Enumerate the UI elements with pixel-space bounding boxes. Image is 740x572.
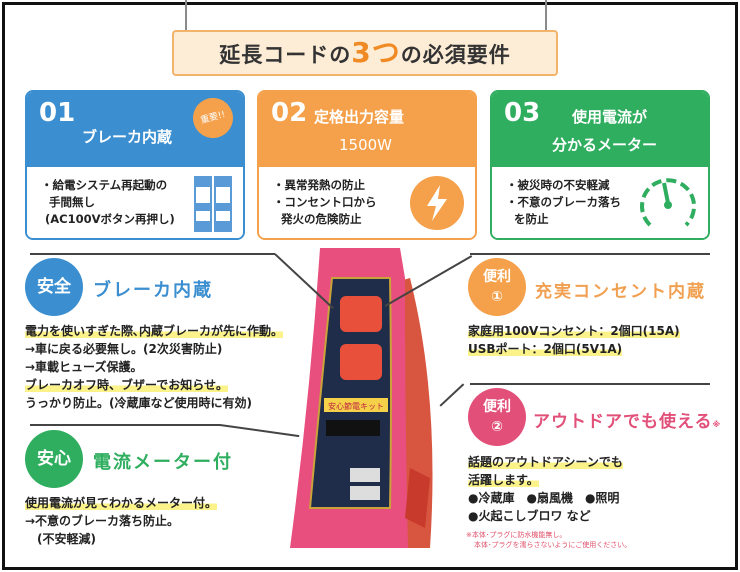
card-breaker: 01 ブレーカ内蔵 重要!! ・給電システム再起動の 手間無し (AC100Vボ… xyxy=(25,90,245,240)
convenience2-line: ●冷蔵庫 ●扇風機 ●照明 xyxy=(468,491,620,505)
meter-icon xyxy=(640,178,696,227)
page-title: 延長コードの3つの必須要件 xyxy=(172,30,558,76)
circle-label: 便利 xyxy=(483,399,511,415)
title-prefix: 延長コードの xyxy=(219,43,352,67)
footnote-line: ※本体･プラグに防水機能無し。 xyxy=(466,531,567,539)
important-badge: 重要!! xyxy=(188,93,238,143)
title-suffix: の必須要件 xyxy=(400,43,511,67)
leader-line xyxy=(30,253,275,255)
card-line: 発火の危険防止 xyxy=(281,212,362,226)
relief-line: (不安軽減) xyxy=(37,532,96,546)
card-title: 使用電流が xyxy=(572,108,648,126)
card-subtitle: 1500W xyxy=(339,136,393,154)
card-number: 03 xyxy=(504,98,541,128)
footnote-mark: ※ xyxy=(712,420,722,429)
hanging-string xyxy=(185,0,187,44)
leader-line xyxy=(470,383,710,385)
safety-line: ブレーカオフ時、ブザーでお知らせ。 xyxy=(25,378,229,392)
relief-line: 使用電流が見てわかるメーター付。 xyxy=(25,496,218,510)
circle-number: ① xyxy=(491,289,503,305)
convenience2-line: ●火起こしブロワ など xyxy=(468,509,591,523)
leader-line xyxy=(30,424,220,426)
card-line: ・給電システム再起動の xyxy=(41,178,168,192)
circle-number: ② xyxy=(491,419,503,435)
card-title: ブレーカ内蔵 xyxy=(82,128,173,146)
card-line: 手間無し xyxy=(49,195,95,209)
hanging-string xyxy=(545,0,547,44)
safety-circle: 安全 xyxy=(25,258,83,316)
card-subtitle: 分かるメーター xyxy=(552,136,658,154)
footnote-line: 本体･プラグを濡らさないようにご使用ください。 xyxy=(474,541,632,549)
card-meter: 03 使用電流が 分かるメーター ・被災時の不安軽減 ・不意のブレーカ落ち を防… xyxy=(490,90,710,240)
lightning-icon xyxy=(410,176,464,230)
convenience1-line: 家庭用100Vコンセント：2個口(15A) xyxy=(468,324,680,338)
card-line: ・被災時の不安軽減 xyxy=(506,178,610,192)
card-number: 01 xyxy=(39,98,76,128)
cord-reel-image: 安心節電キット xyxy=(290,248,433,548)
safety-line: →車載ヒューズ保護。 xyxy=(25,360,143,374)
title-highlight: 3つ xyxy=(351,36,401,69)
relief-title: 電流メーター付 xyxy=(93,452,233,473)
product-label: 安心節電キット xyxy=(328,401,384,411)
convenience1-line: USBポート：2個口(5V1A) xyxy=(468,342,623,356)
convenience1-circle: 便利 ① xyxy=(468,258,526,316)
card-title: 定格出力容量 xyxy=(314,108,405,126)
footnote: ※本体･プラグに防水機能無し。 本体･プラグを濡らさないようにご使用ください。 xyxy=(466,530,631,550)
convenience1-title: 充実コンセント内蔵 xyxy=(535,282,706,302)
card-line: を防止 xyxy=(514,212,549,226)
convenience2-title: アウトドアでも使える xyxy=(533,412,713,432)
card-capacity: 02 定格出力容量 1500W ・異常発熱の防止 ・コンセント口から 発火の危険… xyxy=(257,90,477,240)
card-line: (AC100Vボタン再押し) xyxy=(45,212,175,226)
card-line: ・コンセント口から xyxy=(273,195,377,209)
convenience2-line: 活躍します。 xyxy=(468,473,539,487)
card-line: ・不意のブレーカ落ち xyxy=(506,195,621,209)
breaker-icon xyxy=(194,176,232,232)
relief-line: →不意のブレーカ落ち防止。 xyxy=(25,514,180,528)
safety-line: 電力を使いすぎた際､内蔵ブレーカが先に作動。 xyxy=(25,324,284,338)
safety-line: うっかり防止。(冷蔵庫など使用時に有効) xyxy=(25,396,252,410)
circle-label: 便利 xyxy=(483,269,511,285)
card-line: ・異常発熱の防止 xyxy=(273,178,365,192)
safety-line: →車に戻る必要無し。(2次災害防止) xyxy=(25,342,223,356)
relief-circle: 安心 xyxy=(25,430,83,488)
convenience2-circle: 便利 ② xyxy=(468,388,526,446)
leader-line xyxy=(470,253,710,255)
convenience2-line: 話題のアウトドアシーンでも xyxy=(468,455,623,469)
safety-title: ブレーカ内蔵 xyxy=(93,280,213,301)
card-number: 02 xyxy=(271,98,308,128)
